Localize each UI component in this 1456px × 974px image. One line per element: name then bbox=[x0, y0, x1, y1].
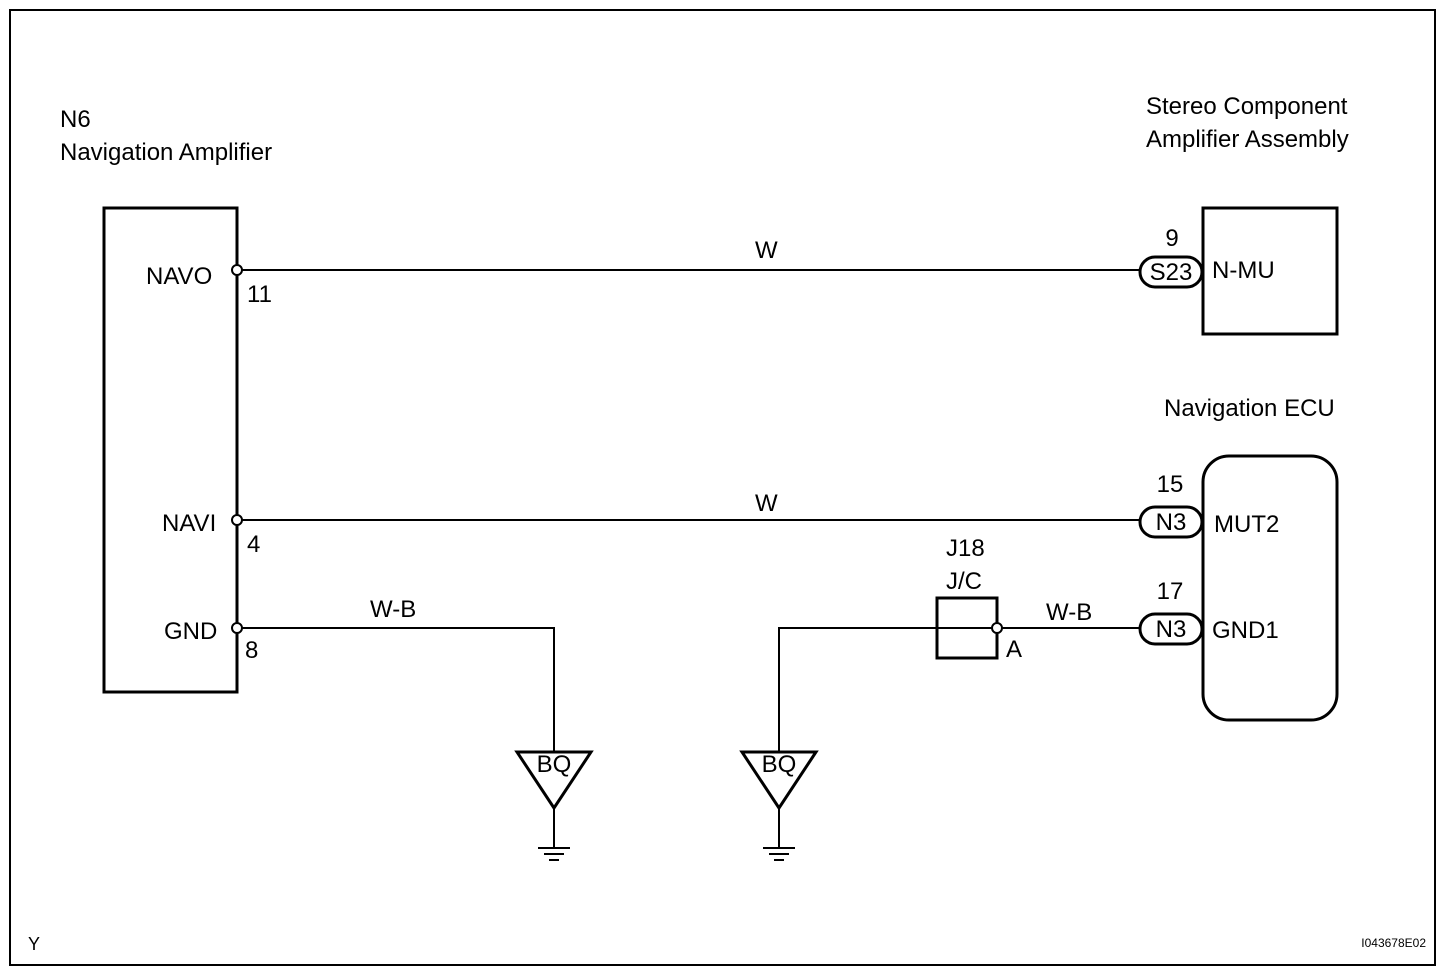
ground-point-left bbox=[514, 750, 594, 811]
terminal-mut2-pin: 15 bbox=[1157, 471, 1184, 498]
wire-junction-ground bbox=[778, 627, 992, 752]
terminal-gnd1-name: GND1 bbox=[1212, 617, 1279, 644]
connector-n3-lower-label: N3 bbox=[1156, 616, 1187, 643]
stereo-box bbox=[1201, 206, 1339, 336]
junction-name: J/C bbox=[946, 568, 982, 595]
stereo-name-line1: Stereo Component bbox=[1146, 93, 1348, 120]
nav-ecu-name: Navigation ECU bbox=[1164, 395, 1335, 422]
terminal-gnd-name: GND bbox=[164, 618, 217, 645]
terminal-gnd-pin: 8 bbox=[245, 637, 258, 664]
wire-gnd-color: W-B bbox=[370, 596, 416, 623]
ground-point-left-label: BQ bbox=[537, 751, 572, 778]
wire-gnd1-color: W-B bbox=[1046, 599, 1092, 626]
wire-navo-color: W bbox=[755, 237, 778, 264]
ground-point-right-label: BQ bbox=[762, 751, 797, 778]
connector-n3-lower bbox=[1138, 612, 1204, 646]
nav-ecu-box bbox=[1201, 454, 1339, 722]
corner-mark: Y bbox=[28, 934, 40, 954]
junction-code: J18 bbox=[946, 535, 985, 562]
nav-amp-code: N6 bbox=[60, 106, 91, 133]
junction-terminal-a-dot bbox=[991, 622, 1003, 634]
terminal-navi-name: NAVI bbox=[162, 510, 216, 537]
ground-right-icon bbox=[763, 847, 795, 861]
terminal-navo-pin: 11 bbox=[247, 281, 272, 308]
terminal-nmu-pin: 9 bbox=[1165, 225, 1178, 252]
connector-s23-label: S23 bbox=[1150, 259, 1193, 286]
diagram-frame bbox=[9, 9, 1436, 966]
terminal-navi-dot bbox=[231, 514, 243, 526]
nav-amp-box bbox=[102, 206, 239, 694]
terminal-navo-dot bbox=[231, 264, 243, 276]
figure-id: I043678E02 bbox=[1361, 936, 1426, 950]
connector-s23 bbox=[1138, 255, 1204, 289]
terminal-nmu-name: N-MU bbox=[1212, 257, 1275, 284]
terminal-mut2-name: MUT2 bbox=[1214, 511, 1279, 538]
stereo-name-line2: Amplifier Assembly bbox=[1146, 126, 1349, 153]
connector-n3-upper bbox=[1138, 505, 1204, 539]
ground-point-right bbox=[739, 750, 819, 811]
nav-amp-name: Navigation Amplifier bbox=[60, 139, 272, 166]
wire-navi-color: W bbox=[755, 490, 778, 517]
terminal-gnd1-pin: 17 bbox=[1157, 578, 1184, 605]
ground-left-icon bbox=[538, 847, 570, 861]
junction-terminal-a: A bbox=[1006, 636, 1022, 663]
terminal-navi-pin: 4 bbox=[247, 531, 260, 558]
wire-gnd-ground bbox=[242, 627, 555, 752]
connector-n3-upper-label: N3 bbox=[1156, 509, 1187, 536]
terminal-gnd-dot bbox=[231, 622, 243, 634]
terminal-navo-name: NAVO bbox=[146, 263, 212, 290]
